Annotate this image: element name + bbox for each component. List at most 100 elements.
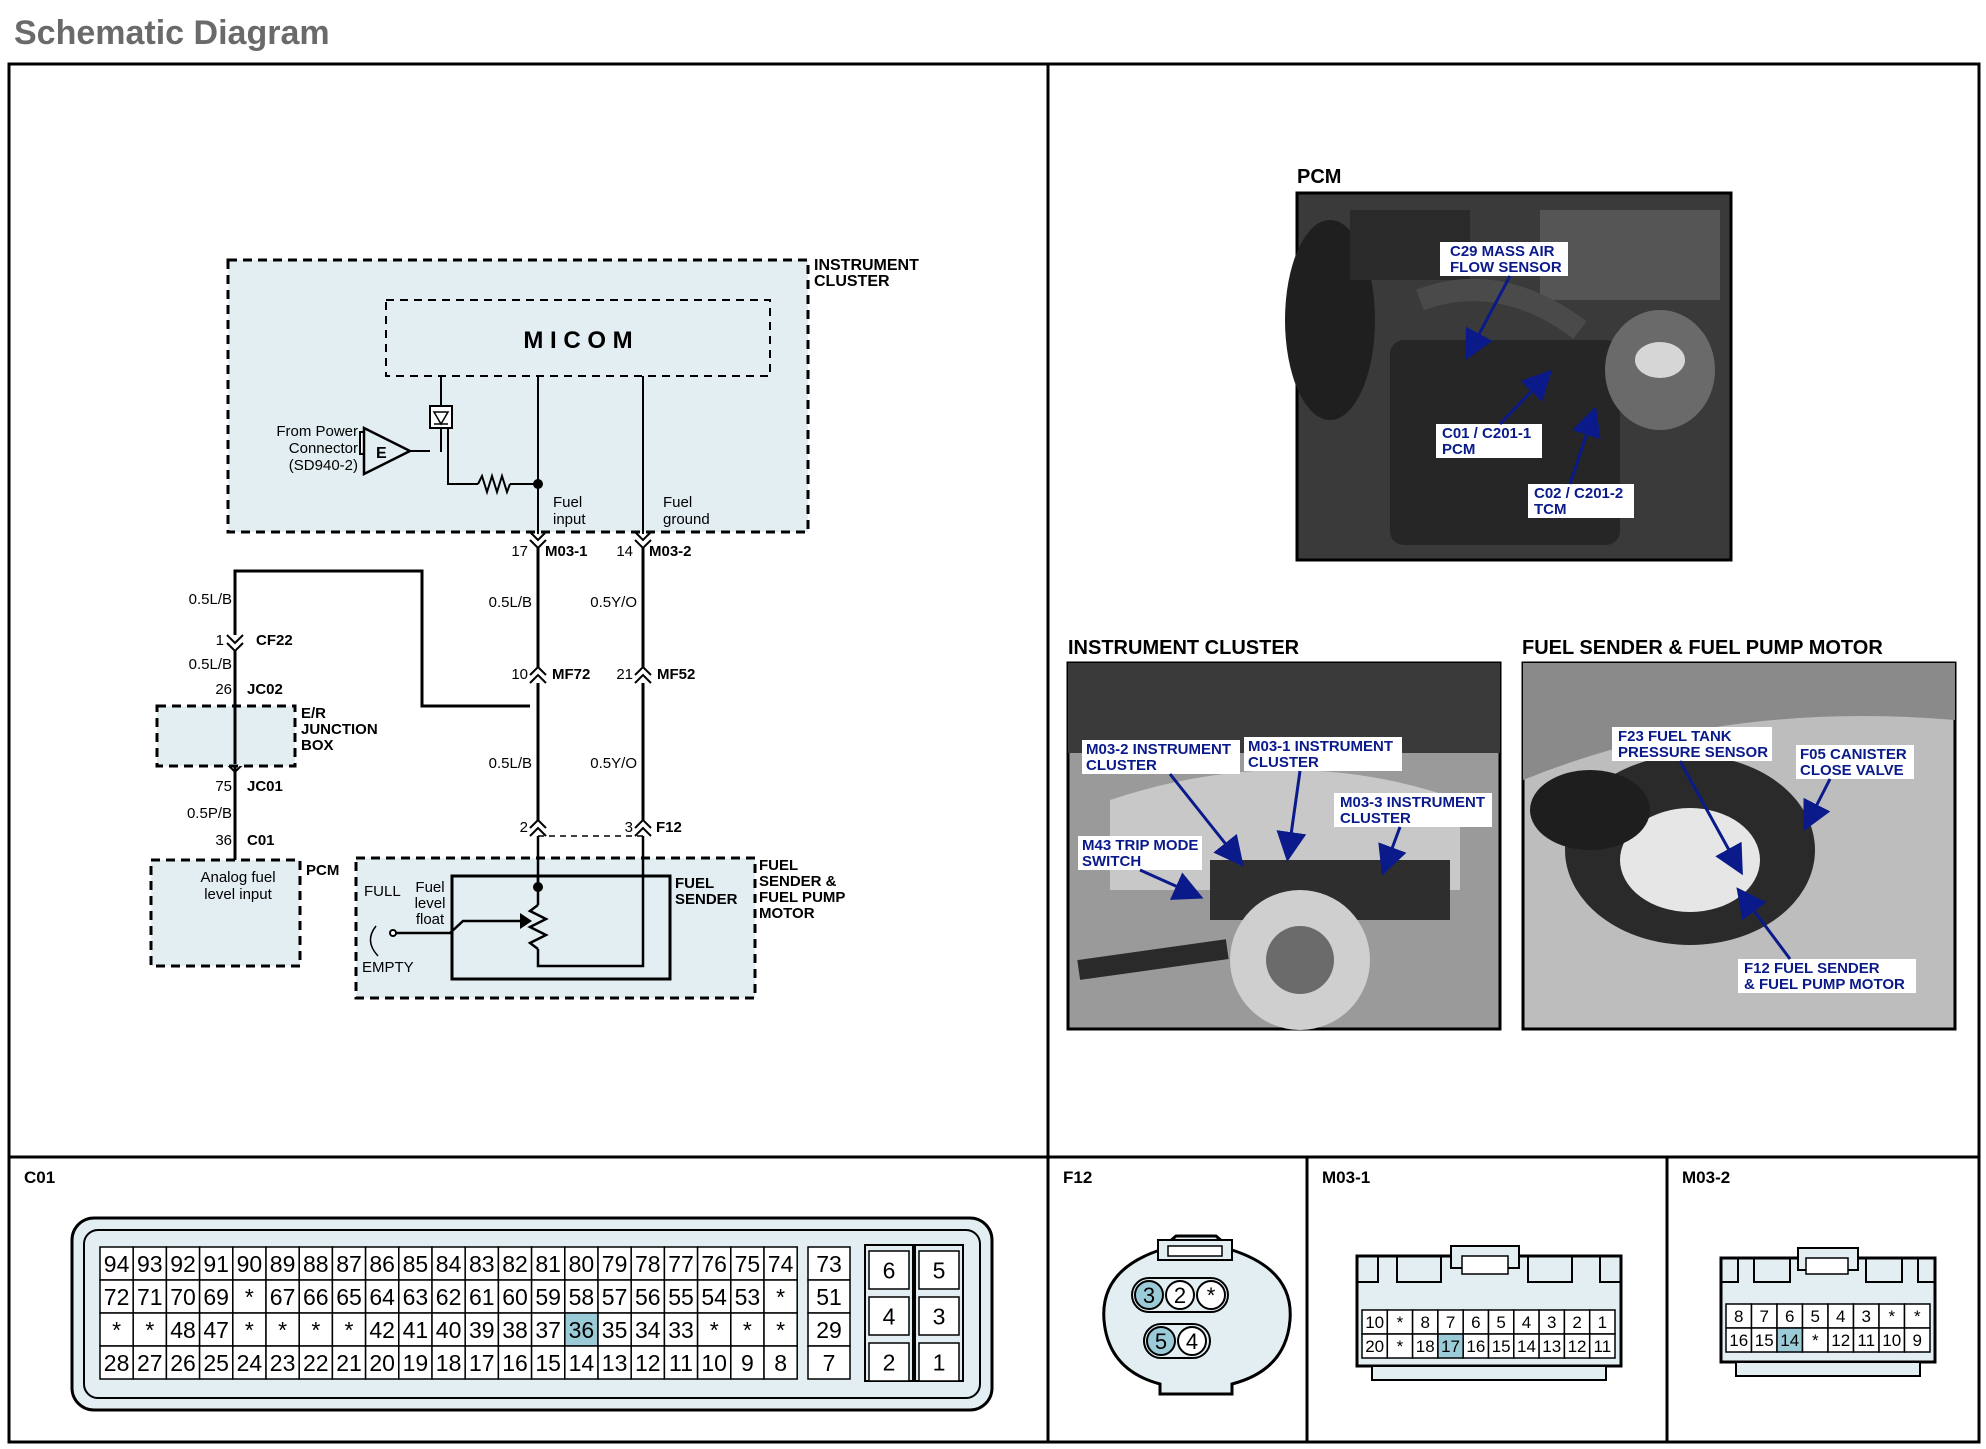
component-photos: PCM C29 MASS AIR FLOW SENSOR C01 / C201-… (1066, 166, 1957, 1031)
pin-frame (1131, 1277, 1229, 1313)
fuel-sender-label-2: SENDER (675, 891, 738, 908)
pin-label: 53 (735, 1284, 761, 1310)
pin-cell (464, 1312, 500, 1347)
pin-cell (1776, 1303, 1804, 1329)
from-power-label-1: From Power (276, 423, 358, 440)
pin-cell (298, 1279, 334, 1314)
photo-cluster-label-5: M03-3 INSTRUMENT (1340, 794, 1485, 811)
pin-label: 65 (336, 1284, 362, 1310)
pin-label: 86 (369, 1251, 395, 1277)
pin-label: 5 (1811, 1307, 1820, 1326)
pin-cell (530, 1345, 566, 1380)
connector-m03-2-title: M03-2 (1682, 1168, 1730, 1187)
pin-label: 5 (933, 1257, 946, 1283)
pin-label: 36 (569, 1317, 595, 1343)
pin-label: 11 (669, 1350, 693, 1376)
pin-cell (165, 1279, 201, 1314)
er-label-2: JUNCTION (301, 721, 378, 738)
wire-label-05lb-b: 0.5L/B (489, 755, 532, 772)
fsm-label-1: FUEL (759, 857, 798, 874)
pin-label: 60 (502, 1284, 528, 1310)
pin-label: 9 (1913, 1331, 1922, 1350)
pin-label: 62 (436, 1284, 462, 1310)
pin-label: 48 (170, 1317, 196, 1343)
empty-label: EMPTY (362, 959, 414, 976)
power-symbol-label: E (376, 445, 387, 462)
pin-label: 61 (469, 1284, 495, 1310)
pin-label: 10 (701, 1350, 727, 1376)
pin-label: 27 (137, 1350, 163, 1376)
pin-cell (1878, 1303, 1906, 1329)
photo-fuel-label-2: PRESSURE SENSOR (1618, 744, 1768, 761)
pin-label: 34 (635, 1317, 661, 1343)
pin-label: 51 (816, 1284, 842, 1310)
connector-m03-1-title: M03-1 (1322, 1168, 1370, 1187)
pin-label: * (1397, 1313, 1404, 1332)
pin-label: 84 (436, 1251, 462, 1277)
pin-label: 6 (1471, 1313, 1480, 1332)
pin-label: 69 (203, 1284, 229, 1310)
jc02-label: JC02 (247, 681, 283, 698)
pin-label: * (743, 1317, 752, 1343)
float-swing-arc (369, 925, 379, 957)
pin-label: * (776, 1284, 785, 1310)
pin-label: * (1812, 1331, 1819, 1350)
pin-label: 92 (170, 1251, 196, 1277)
fuel-sender-pump-box (354, 856, 757, 1000)
pin-cell (1487, 1333, 1515, 1359)
pin-cell (807, 1279, 851, 1314)
photo-cluster-label-4: CLUSTER (1248, 754, 1319, 771)
connector-c01-title: C01 (24, 1168, 55, 1187)
from-power-label-3: (SD940-2) (289, 457, 358, 474)
pin-label: 85 (403, 1251, 429, 1277)
pin-cell (663, 1345, 699, 1380)
pin-3-label: 3 (625, 819, 633, 836)
micom-label: M I C O M (523, 327, 632, 354)
wiper-arrow (520, 913, 532, 929)
pin-label: 16 (1729, 1331, 1748, 1350)
pin-label: 6 (1785, 1307, 1794, 1326)
pin-label: 70 (170, 1284, 196, 1310)
pin-cell (1134, 1280, 1164, 1310)
sheet-frame (7, 62, 1981, 1444)
pin-label: 21 (336, 1350, 362, 1376)
pin-label: * (710, 1317, 719, 1343)
pin-label: 23 (270, 1350, 296, 1376)
pin-cell (198, 1345, 234, 1380)
m03-1-label: M03-1 (545, 543, 588, 560)
pin-label: 2 (1572, 1313, 1581, 1332)
pin-cell (464, 1246, 500, 1281)
pin-cell (918, 1250, 960, 1290)
pin-label: 15 (1492, 1337, 1511, 1356)
pin-cell (630, 1246, 666, 1281)
pin-label: 2 (1174, 1283, 1186, 1308)
float-label-2: level (415, 895, 446, 912)
main-wires (233, 548, 645, 860)
pin-label: * (776, 1317, 785, 1343)
wire-label-05yo-b: 0.5Y/O (590, 755, 637, 772)
pin-label: 75 (735, 1251, 761, 1277)
pin-label: 54 (701, 1284, 727, 1310)
m03-2-label: M03-2 (649, 543, 692, 560)
pin-label: 13 (602, 1350, 628, 1376)
fuel-ground-label-1: Fuel (663, 494, 692, 511)
pin-label: 89 (270, 1251, 296, 1277)
pin-cell (364, 1345, 400, 1380)
pin-cell (265, 1345, 300, 1380)
pin-cell (1513, 1309, 1540, 1335)
pin-label: 42 (369, 1317, 395, 1343)
photo-fuel-label-5: F12 FUEL SENDER (1744, 960, 1880, 977)
pin-label: 28 (104, 1350, 130, 1376)
pin-label: 83 (469, 1251, 495, 1277)
pin-label: 80 (569, 1251, 595, 1277)
pin-2-label: 2 (520, 819, 528, 836)
pin-14-label: 14 (616, 543, 633, 560)
pin-cell (564, 1246, 599, 1281)
power-input-symbol: E (359, 425, 413, 477)
analog-label-2: level input (204, 886, 272, 903)
pin-label: 38 (502, 1317, 528, 1343)
pcm-label: PCM (306, 862, 339, 879)
pin-label: 33 (668, 1317, 694, 1343)
junction-dot-micom (533, 479, 543, 489)
